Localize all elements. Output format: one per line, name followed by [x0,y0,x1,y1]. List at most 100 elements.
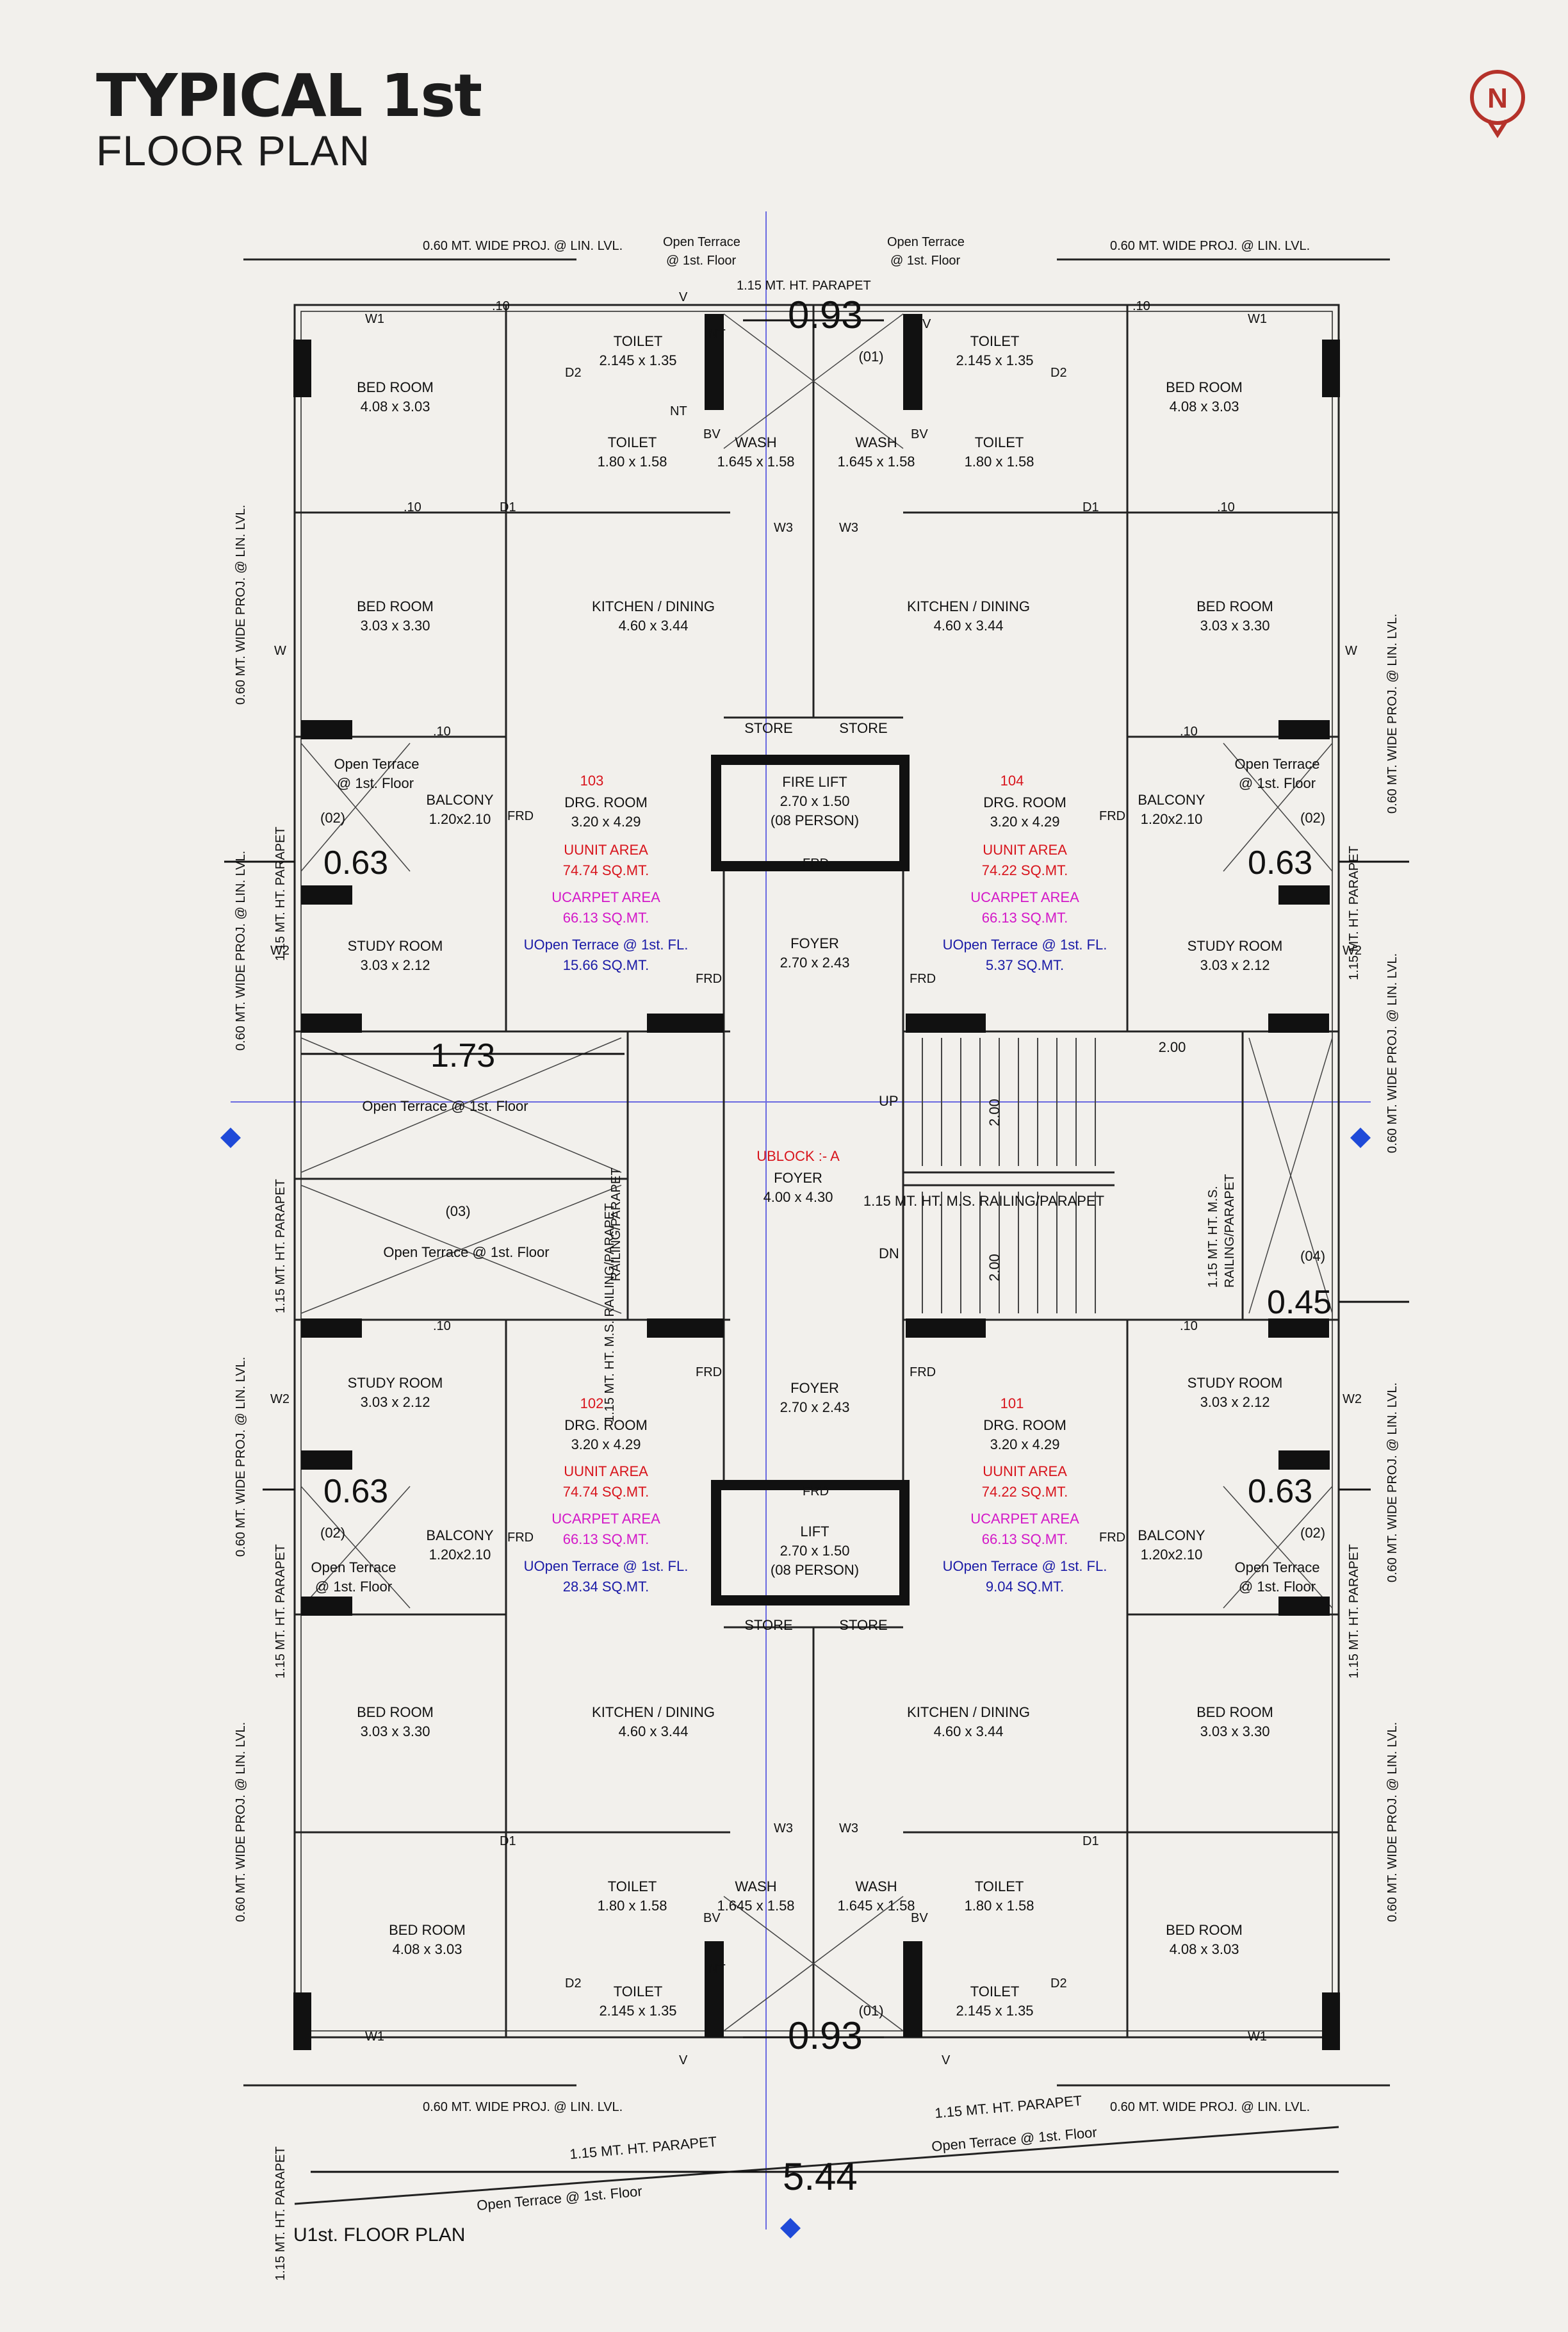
store-bottom-left: STORE [744,1617,792,1633]
toilet-b-bottom-left-label: TOILET [608,1878,657,1894]
unit-104-carpet-label: UCARPET AREA [970,889,1079,905]
unit-101-terrace-label: UOpen Terrace @ 1st. FL. [943,1558,1107,1574]
tag-d2-bottom-left: D2 [565,1976,582,1991]
study-top-right-label: STUDY ROOM [1188,938,1283,954]
unit-101-drg-size: 3.20 x 4.29 [990,1436,1060,1452]
foyer-bottom-size: 2.70 x 2.43 [780,1399,850,1415]
tag-d1-bottom-left: D1 [500,1834,516,1848]
unit-103-area-value: 74.74 SQ.MT. [563,862,649,878]
kitchen-top-right-label: KITCHEN / DINING [907,598,1030,614]
dim-093-bottom: 0.93 [788,2014,863,2057]
bedroom-mid-bottom-right-label: BED ROOM [1196,1704,1273,1720]
bedroom-mid-bottom-right-size: 3.03 x 3.30 [1200,1723,1270,1739]
unit-103-drg-size: 3.20 x 4.29 [571,814,641,830]
block-label: UBLOCK :- A [756,1148,840,1164]
unit-101-number: 101 [1000,1395,1024,1411]
unit-102-carpet-value: 66.13 SQ.MT. [563,1531,649,1547]
unit-103-carpet-value: 66.13 SQ.MT. [563,910,649,926]
wash-bottom-right-size: 1.645 x 1.58 [837,1898,915,1914]
unit-103-terrace-value: 15.66 SQ.MT. [563,957,649,973]
railing-note: 1.15 MT. HT. M.S. RAILING/PARAPET [863,1193,1104,1209]
tag-ten-6: .10 [1180,725,1198,739]
tag-d2-top-right: D2 [1050,366,1067,380]
bedroom-mid-top-right-label: BED ROOM [1196,598,1273,614]
note-terrace-top-left-floor: @ 1st. Floor [666,254,737,268]
railing-vertical-right-2: RAILING/PARAPET [1223,1174,1237,1288]
stair-run-lower: 2.00 [986,1254,1002,1281]
unit-102-terrace-value: 28.34 SQ.MT. [563,1579,649,1595]
side-proj-left-lower: 0.60 MT. WIDE PROJ. @ LIN. LVL. [234,1357,248,1557]
tag-d1-bottom-right: D1 [1082,1834,1099,1848]
note-parapet-bottom-left: 1.15 MT. HT. PARAPET [569,2133,717,2162]
tag-bv-top-right: BV [911,427,928,441]
tag-ten-1: .10 [492,299,510,313]
tag-v-top-right: V [922,317,931,331]
side-proj-right-upper: 0.60 MT. WIDE PROJ. @ LIN. LVL. [1385,614,1400,814]
tag-frd-foyer-bottom-left: FRD [696,1365,722,1379]
tag-frd-foyer-top-left: FRD [696,972,722,986]
unit-104-area-value: 74.22 SQ.MT. [982,862,1068,878]
dim-063-top-right: 0.63 [1248,844,1312,882]
unit-103-terrace-label: UOpen Terrace @ 1st. FL. [524,937,689,953]
dim-063-top-left: 0.63 [323,844,388,882]
railing-vertical-left: RAILING/PARAPET [609,1168,623,1281]
bedroom-top-right-size: 4.08 x 3.03 [1170,398,1239,415]
balcony-top-left-label: BALCONY [426,792,493,808]
side-proj-left-upper: 0.60 MT. WIDE PROJ. @ LIN. LVL. [234,505,248,705]
unit-103-number: 103 [580,773,604,789]
railing-vertical-left-lower: 1.15 MT. HT. M.S. RAILING/PARAPET [603,1203,617,1422]
unit-104-number: 104 [1000,773,1024,789]
marker-02-top-right: (02) [1300,810,1325,826]
tag-ten-4: .10 [1217,500,1235,514]
tag-nt-top-left: NT [708,327,726,341]
unit-102-carpet-label: UCARPET AREA [551,1511,660,1527]
unit-103-area-label: UUNIT AREA [564,842,648,858]
study-bottom-left-label: STUDY ROOM [348,1375,443,1391]
tag-ten-2: .10 [1132,299,1150,313]
tag-v-bottom-right: V [942,2053,951,2067]
tag-frd-foyer-bottom-right: FRD [910,1365,936,1379]
tag-nt-bottom-left: NT [708,1962,726,1976]
balcony-top-right-size: 1.20x2.10 [1141,811,1203,827]
tag-ten-8: .10 [1180,1319,1198,1333]
marker-02-top-left: (02) [320,810,345,826]
wash-bottom-left-label: WASH [735,1878,776,1894]
note-proj-bottom-left: 0.60 MT. WIDE PROJ. @ LIN. LVL. [423,2100,623,2114]
tag-w2-top-left: W2 [270,944,290,958]
unit-101-terrace-value: 9.04 SQ.MT. [986,1579,1064,1595]
dim-093-top: 0.93 [788,293,863,336]
study-top-right-size: 3.03 x 2.12 [1200,957,1270,973]
unit-102-number: 102 [580,1395,604,1411]
wash-top-right-size: 1.645 x 1.58 [837,454,915,470]
dim-544: 5.44 [783,2155,858,2198]
toilet-a-bottom-left-size: 2.145 x 1.35 [599,2003,676,2019]
toilet-a-top-right-label: TOILET [970,333,1020,349]
foyer-bottom-label: FOYER [790,1380,839,1396]
toilet-a-bottom-left-label: TOILET [614,1983,663,1999]
wash-top-left-size: 1.645 x 1.58 [717,454,794,470]
landing-dim: 2.00 [1159,1039,1186,1055]
side-proj-right-bottom: 0.60 MT. WIDE PROJ. @ LIN. LVL. [1385,1722,1400,1922]
bedroom-bottom-right-label: BED ROOM [1166,1922,1243,1938]
tag-w1-top-right: W1 [1248,312,1267,326]
tag-bv-bottom-left: BV [703,1911,721,1925]
toilet-a-top-left-label: TOILET [614,333,663,349]
note-terrace-top-left: Open Terrace [663,235,740,249]
marker-03: (03) [445,1203,470,1219]
tag-d1-top-right: D1 [1082,500,1099,514]
tag-w1-bottom-left: W1 [365,2030,384,2044]
unit-104-drg-label: DRG. ROOM [983,794,1066,810]
toilet-b-top-right-size: 1.80 x 1.58 [965,454,1034,470]
toilet-b-top-left-size: 1.80 x 1.58 [598,454,667,470]
unit-102-drg-size: 3.20 x 4.29 [571,1436,641,1452]
side-proj-right-lower: 0.60 MT. WIDE PROJ. @ LIN. LVL. [1385,1383,1400,1582]
balcony-bottom-right-size: 1.20x2.10 [1141,1547,1203,1563]
tag-w3-bottom-left: W3 [774,1821,793,1835]
note-proj-top-right: 0.60 MT. WIDE PROJ. @ LIN. LVL. [1110,239,1310,253]
wash-top-right-label: WASH [855,434,897,450]
tag-w3-bottom-right: W3 [839,1821,858,1835]
page-heading: TYPICAL 1st FLOOR PLAN [96,64,482,174]
foyer-main-label: FOYER [774,1170,822,1186]
bedroom-bottom-right-size: 4.08 x 3.03 [1170,1941,1239,1957]
note-terrace-bottom-left: Open Terrace @ 1st. Floor [476,2183,642,2213]
